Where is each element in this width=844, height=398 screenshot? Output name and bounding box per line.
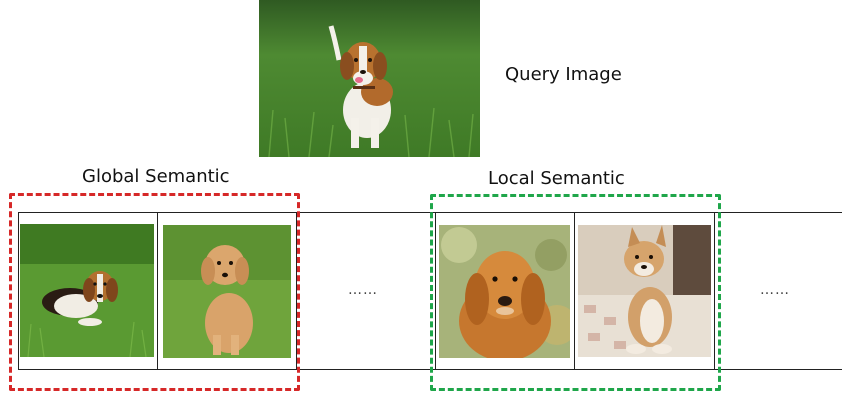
local-semantic-box [430, 194, 721, 391]
gallery-divider [574, 212, 575, 370]
gallery-left-border [18, 212, 19, 370]
gallery-divider [157, 212, 158, 370]
local-result-image-2 [578, 225, 711, 357]
global-semantic-box [9, 193, 300, 391]
global-result-image-2 [163, 225, 291, 358]
more-results-ellipsis: …… [348, 282, 378, 298]
query-image [259, 0, 480, 157]
query-image-label: Query Image [505, 64, 622, 85]
global-semantic-title: Global Semantic [82, 166, 230, 187]
local-semantic-title: Local Semantic [488, 168, 625, 189]
global-result-image-1 [20, 224, 154, 357]
gallery-divider [714, 212, 715, 370]
more-results-ellipsis: …… [760, 282, 790, 298]
gallery-divider [435, 212, 436, 370]
gallery-divider [296, 212, 297, 370]
local-result-image-1 [439, 225, 570, 358]
